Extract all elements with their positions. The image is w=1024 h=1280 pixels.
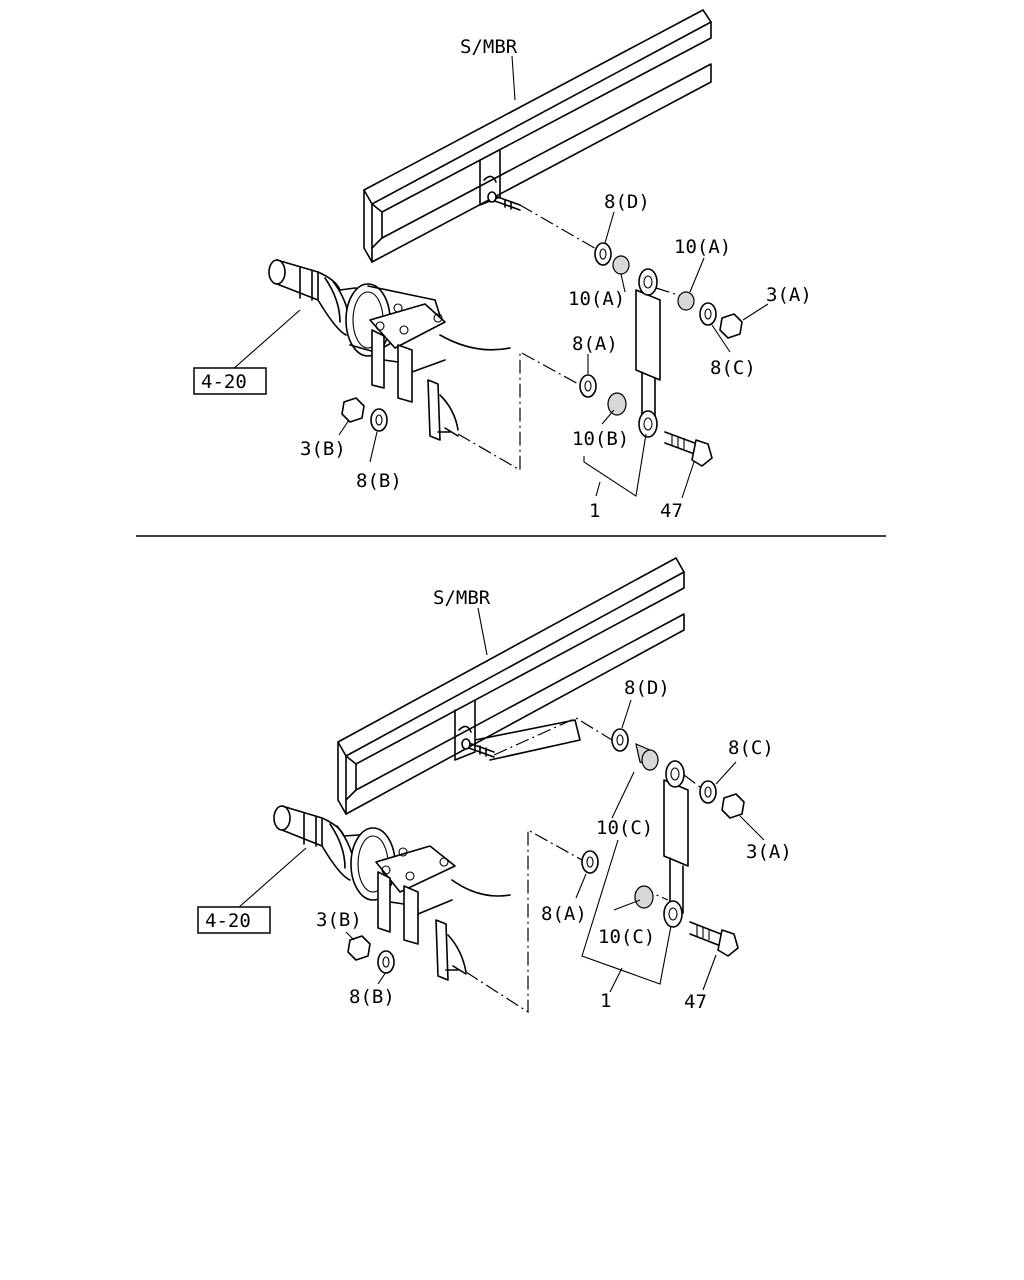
label-8d: 8(D) xyxy=(624,677,670,699)
label-8b: 8(B) xyxy=(356,470,402,492)
washer-8d xyxy=(594,242,612,266)
label-10a-upper: 10(A) xyxy=(674,236,731,258)
label-47: 47 xyxy=(684,991,707,1013)
axle-assembly xyxy=(273,805,511,981)
label-10b: 10(B) xyxy=(572,428,629,450)
label-3a: 3(A) xyxy=(746,841,792,863)
label-47: 47 xyxy=(660,500,683,522)
nut-3b xyxy=(347,935,371,961)
frame-label: S/MBR xyxy=(460,36,518,58)
label-10c-upper: 10(C) xyxy=(596,817,653,839)
shock-absorber xyxy=(635,268,661,438)
axle-assembly xyxy=(268,259,511,441)
side-member-frame xyxy=(337,557,685,815)
washer-8d xyxy=(611,728,629,752)
label-1: 1 xyxy=(589,500,600,522)
reference-box xyxy=(193,367,267,395)
label-8c: 8(C) xyxy=(710,357,756,379)
reference-box-label: 4-20 xyxy=(205,910,251,932)
label-3b: 3(B) xyxy=(316,909,362,931)
label-10c-lower: 10(C) xyxy=(598,926,655,948)
nut-3b xyxy=(341,397,365,423)
label-3a: 3(A) xyxy=(766,284,812,306)
bolt-47 xyxy=(689,921,739,957)
label-8d: 8(D) xyxy=(604,191,650,213)
label-3b: 3(B) xyxy=(300,438,346,460)
bushing-10b xyxy=(607,392,627,416)
washer-8a xyxy=(579,374,597,398)
label-8a: 8(A) xyxy=(541,903,587,925)
washer-8b xyxy=(377,950,395,974)
bottom-view: S/MBR 8(D) 8(C) 10(C) 3(A) 3(B) 8(A) 10(… xyxy=(197,557,792,1014)
label-1: 1 xyxy=(600,990,611,1012)
washer-8c xyxy=(699,302,717,326)
bushing-10c-lower xyxy=(634,885,654,909)
label-8b: 8(B) xyxy=(349,986,395,1008)
bushing-10a-outer xyxy=(677,291,695,311)
bolt-47 xyxy=(664,431,713,467)
frame-label: S/MBR xyxy=(433,587,491,609)
leader-lines xyxy=(231,55,769,499)
leader-lines xyxy=(237,607,765,993)
side-member-frame xyxy=(363,9,712,263)
label-10a-lower: 10(A) xyxy=(568,288,625,310)
washer-8a xyxy=(581,850,599,874)
label-8c: 8(C) xyxy=(728,737,774,759)
nut-3a xyxy=(721,793,745,819)
nut-3a xyxy=(719,313,743,339)
shock-absorber xyxy=(663,760,689,928)
washer-8c xyxy=(699,780,717,804)
reference-box-label: 4-20 xyxy=(201,371,247,393)
bushing-10a-inner xyxy=(612,255,630,275)
washer-8b xyxy=(370,408,388,432)
top-view: S/MBR 8(D) 10(A) 10(A) 3(A) 8(A) 8(C) 3(… xyxy=(193,9,812,522)
label-8a: 8(A) xyxy=(572,333,618,355)
reference-box xyxy=(197,906,271,934)
